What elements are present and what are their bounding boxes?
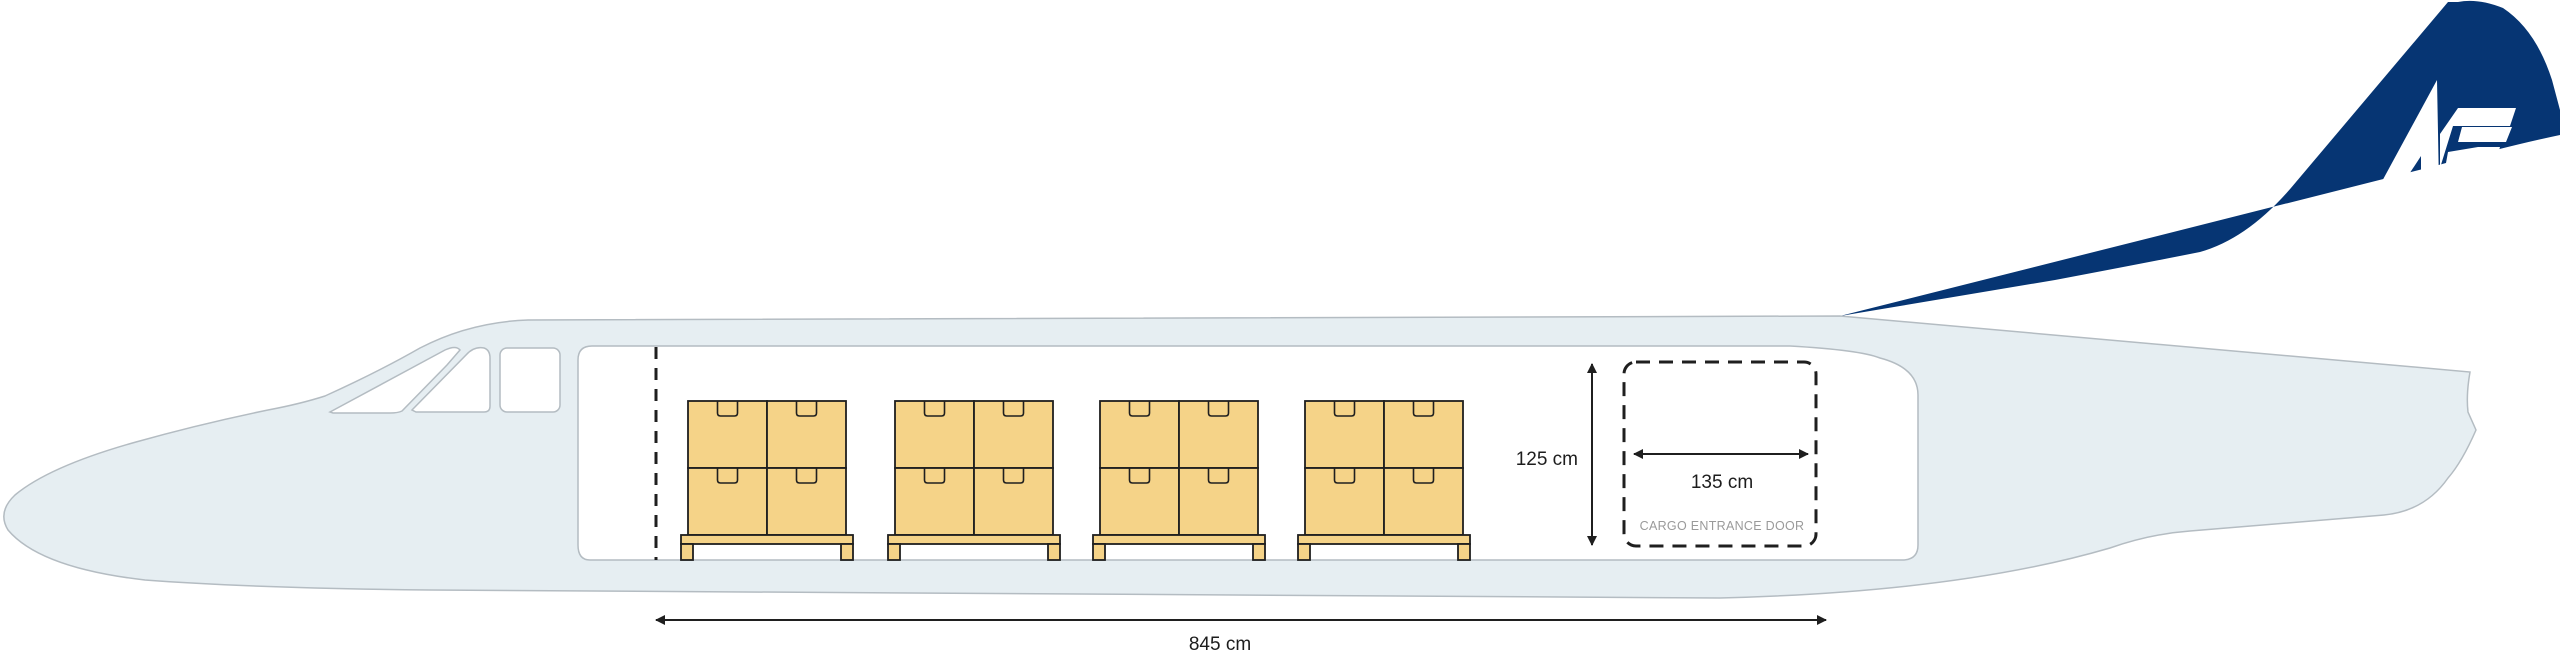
cockpit-window-side [410,346,491,413]
airline-logo-icon [2380,80,2516,185]
cargo-box [894,400,975,469]
pallet-leg [1252,543,1266,561]
box-tape [1207,468,1230,484]
pallet-deck [680,534,854,545]
cargo-box [1304,467,1385,536]
cargo-box [766,400,847,469]
box-tape [795,401,818,417]
cockpit-window-front [328,346,461,414]
cargo-box [1099,400,1180,469]
box-tape [716,401,739,417]
cargo-box [1304,400,1385,469]
pallet-leg [1297,543,1311,561]
pallet-leg [1457,543,1471,561]
box-tape [923,401,946,417]
box-tape [1333,468,1356,484]
box-tape [716,468,739,484]
cargo-box [1178,400,1259,469]
cargo-door-outline [1622,360,1818,548]
box-tape [1128,401,1151,417]
box-tape [1412,468,1435,484]
pallet-leg [1092,543,1106,561]
pallet [1092,400,1266,561]
pallet [887,400,1061,561]
cargo-box [1383,467,1464,536]
cargo-box [1099,467,1180,536]
pallet-deck [1297,534,1471,545]
cargo-box [1383,400,1464,469]
box-tape [1128,468,1151,484]
cargo-box [894,467,975,536]
door-label: CARGO ENTRANCE DOOR [1640,519,1805,533]
cabin-window [499,347,561,413]
pallets-group [680,400,1471,561]
cargo-box [973,400,1054,469]
box-tape [1002,401,1025,417]
pallet [680,400,854,561]
door-width-label: 135 cm [1691,472,1753,493]
pallet-deck [887,534,1061,545]
box-tape [923,468,946,484]
box-tape [795,468,818,484]
box-tape [1412,401,1435,417]
cargo-box [1178,467,1259,536]
cargo-box [687,400,768,469]
length-label: 845 cm [1189,634,1251,652]
pallet-leg [840,543,854,561]
height-label: 125 cm [1516,449,1578,470]
pallet-leg [680,543,694,561]
cargo-box [973,467,1054,536]
pallet-leg [887,543,901,561]
box-tape [1002,468,1025,484]
cargo-box [766,467,847,536]
box-tape [1207,401,1230,417]
pallet-deck [1092,534,1266,545]
pallet [1297,400,1471,561]
pallet-leg [1047,543,1061,561]
cargo-box [687,467,768,536]
box-tape [1333,401,1356,417]
